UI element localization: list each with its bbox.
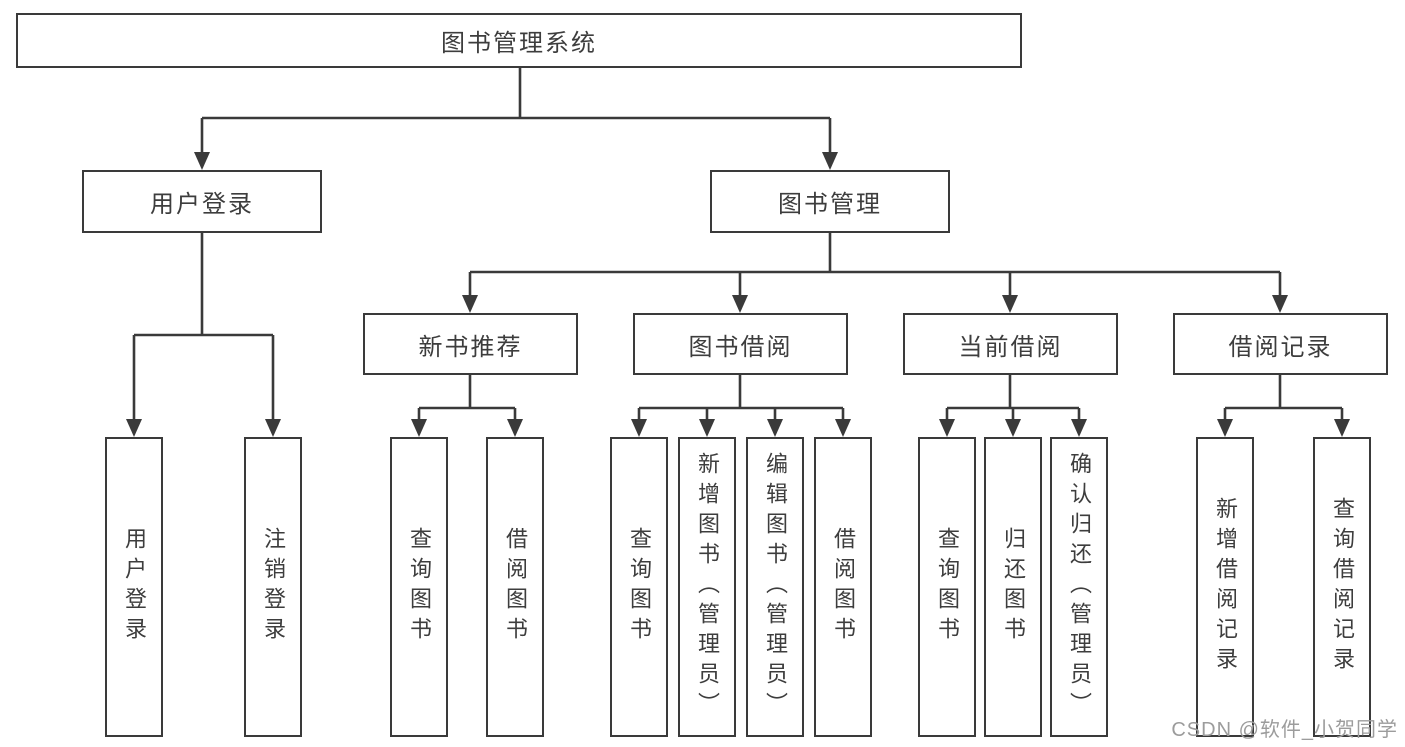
leaf-logout: 注销登录 xyxy=(244,437,302,737)
leaf-records-query-borrow-record: 查询借阅记录 xyxy=(1313,437,1371,737)
node-current-borrowing: 当前借阅 xyxy=(903,313,1118,375)
leaf-records-add-borrow-record: 新增借阅记录 xyxy=(1196,437,1254,737)
leaf-recommend-borrow-books: 借阅图书 xyxy=(486,437,544,737)
leaf-current-confirm-return-admin: 确认归还（管理员） xyxy=(1050,437,1108,737)
leaf-current-query-books: 查询图书 xyxy=(918,437,976,737)
leaf-recommend-query-books: 查询图书 xyxy=(390,437,448,737)
node-library-management-system: 图书管理系统 xyxy=(16,13,1022,68)
leaf-borrowing-edit-books-admin: 编辑图书（管理员） xyxy=(746,437,804,737)
node-user-login: 用户登录 xyxy=(82,170,322,233)
node-borrow-records: 借阅记录 xyxy=(1173,313,1388,375)
node-new-book-recommend: 新书推荐 xyxy=(363,313,578,375)
leaf-current-return-books: 归还图书 xyxy=(984,437,1042,737)
leaf-user-login: 用户登录 xyxy=(105,437,163,737)
node-book-management: 图书管理 xyxy=(710,170,950,233)
leaf-borrowing-query-books: 查询图书 xyxy=(610,437,668,737)
csdn-watermark: CSDN @软件_小贺同学 xyxy=(1171,719,1398,741)
leaf-borrowing-borrow-books: 借阅图书 xyxy=(814,437,872,737)
node-book-borrowing: 图书借阅 xyxy=(633,313,848,375)
leaf-borrowing-add-books-admin: 新增图书（管理员） xyxy=(678,437,736,737)
